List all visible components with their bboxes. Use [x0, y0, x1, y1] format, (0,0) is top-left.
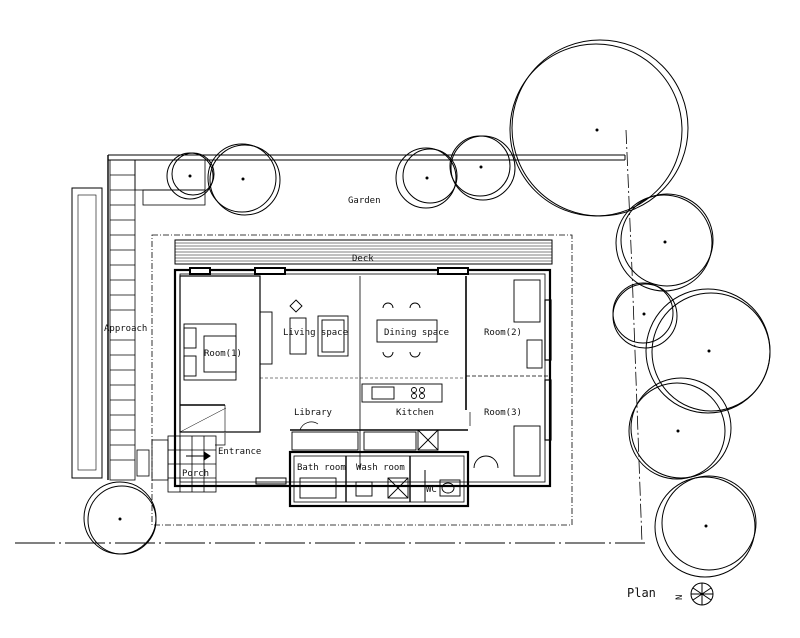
label-wash-room: Wash room — [356, 463, 405, 473]
door-swings — [215, 412, 471, 446]
tree-centers — [118, 128, 711, 528]
label-room-1: Room(1) — [204, 349, 242, 359]
label-wc: WC — [426, 485, 437, 495]
label-dining-space: Dining space — [384, 328, 449, 338]
label-room-3: Room(3) — [484, 408, 522, 418]
plan-title: Plan — [627, 586, 656, 600]
label-approach: Approach — [104, 324, 147, 334]
label-bath-room: Bath room — [297, 463, 346, 473]
north-arrow-icon — [690, 582, 714, 606]
label-room-2: Room(2) — [484, 328, 522, 338]
trees — [83, 39, 771, 578]
furniture — [183, 279, 543, 499]
site-boundary-right — [625, 129, 643, 544]
label-library: Library — [294, 408, 333, 418]
label-living-space: Living space — [283, 328, 348, 338]
label-entrance: Entrance — [218, 447, 261, 457]
label-porch: Porch — [182, 469, 209, 479]
site-outline — [151, 234, 573, 526]
label-kitchen: Kitchen — [396, 408, 434, 418]
north-label: N — [675, 595, 685, 600]
label-deck: Deck — [352, 254, 374, 264]
entrance-arrow — [186, 451, 211, 461]
window-marks — [189, 267, 552, 485]
deck-hatch — [174, 239, 553, 265]
label-garden: Garden — [348, 196, 381, 206]
